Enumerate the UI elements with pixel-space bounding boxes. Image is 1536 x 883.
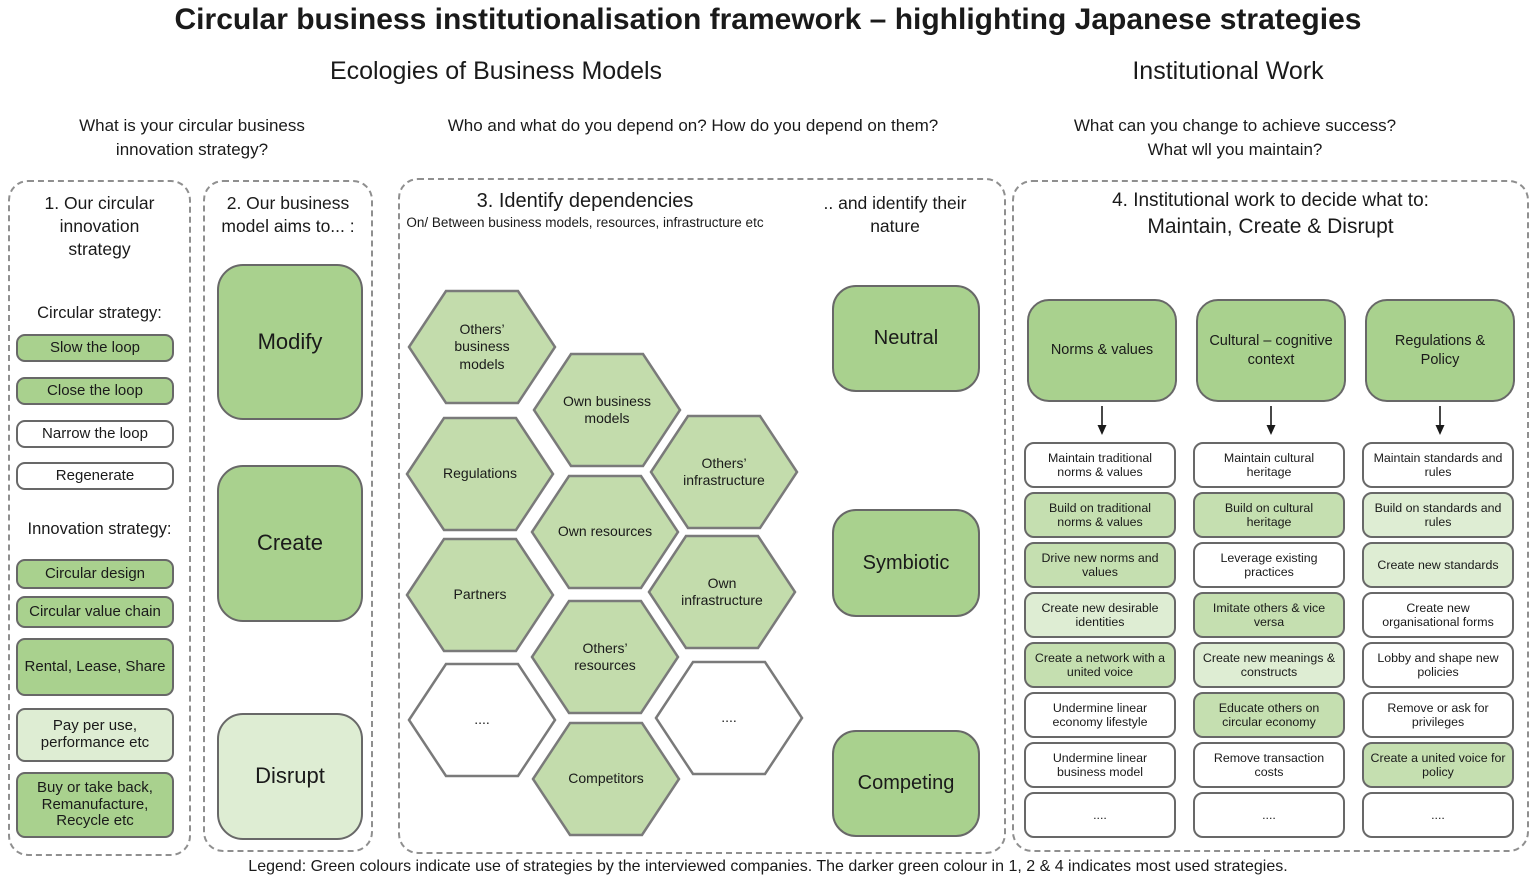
hexagon-label: ....	[721, 709, 737, 726]
hexagon-others-infrastructure: Others’ infrastructure	[649, 413, 799, 531]
institutional-work-item: Undermine linear business model	[1024, 742, 1176, 788]
panel-4-title-line2: Maintain, Create & Disrupt	[1147, 215, 1394, 238]
column-header-regulations-policy: Regulations & Policy	[1365, 299, 1515, 402]
hexagon-regulations: Regulations	[405, 415, 555, 533]
down-arrow-icon	[1435, 406, 1445, 435]
nature-title: .. and identify their nature	[823, 193, 967, 236]
institutional-work-item: Imitate others & vice versa	[1193, 592, 1345, 638]
section-title-institutional: Institutional Work	[1132, 57, 1324, 85]
institutional-work-item: Create a united voice for policy	[1362, 742, 1514, 788]
institutional-work-item: ....	[1362, 792, 1514, 838]
aim-box-create: Create	[217, 465, 363, 622]
hexagon-label: Competitors	[568, 770, 644, 787]
strategy-box-close-the-loop: Close the loop	[16, 377, 174, 405]
nature-box-neutral: Neutral	[832, 285, 980, 392]
institutional-work-item: Create new meanings & constructs	[1193, 642, 1345, 688]
panel-circular-innovation-strategy: 1. Our circular innovation strategy Circ…	[8, 180, 191, 856]
institutional-column-cultural-cognitive: Maintain cultural heritage Build on cult…	[1193, 442, 1345, 838]
hexagon-competitors: Competitors	[531, 720, 681, 838]
hexagon-label: Others’ resources	[574, 639, 636, 674]
page-title: Circular business institutionalisation f…	[174, 3, 1362, 36]
hexagon-own-resources: Own resources	[530, 473, 680, 591]
down-arrow-icon	[1097, 406, 1107, 435]
strategy-box-circular-value-chain: Circular value chain	[16, 596, 174, 628]
institutional-work-item: Create new organisational forms	[1362, 592, 1514, 638]
aim-box-modify: Modify	[217, 264, 363, 420]
question-dependencies: Who and what do you depend on? How do yo…	[447, 116, 939, 135]
institutional-work-item: Leverage existing practices	[1193, 542, 1345, 588]
strategy-box-regenerate: Regenerate	[16, 462, 174, 490]
institutional-work-item: ....	[1024, 792, 1176, 838]
hexagon-own-business-models: Own business models	[532, 351, 682, 469]
institutional-work-item: ....	[1193, 792, 1345, 838]
panel-business-model-aims: 2. Our business model aims to... : Modif…	[203, 180, 373, 852]
nature-box-competing: Competing	[832, 730, 980, 837]
institutional-work-item: Educate others on circular economy	[1193, 692, 1345, 738]
hexagon-label: Own resources	[557, 523, 653, 540]
hexagon-label: Others’ business models	[454, 320, 510, 372]
legend-text: Legend: Green colours indicate use of st…	[248, 858, 1288, 875]
hexagon-placeholder: ....	[407, 661, 557, 779]
hexagon-label: Regulations	[443, 465, 517, 482]
hexagon-placeholder: ....	[654, 659, 804, 777]
institutional-work-item: Maintain cultural heritage	[1193, 442, 1345, 488]
panel-identify-dependencies: 3. Identify dependencies On/ Between bus…	[398, 178, 1006, 854]
hexagon-label: Own business models	[563, 392, 651, 427]
panel-3-subtitle: On/ Between business models, resources, …	[406, 215, 764, 230]
panel-2-title: 2. Our business model aims to... :	[221, 193, 355, 236]
institutional-work-item: Undermine linear economy lifestyle	[1024, 692, 1176, 738]
strategy-box-buy-take-back: Buy or take back, Remanufacture, Recycle…	[16, 772, 174, 838]
strategy-box-rental-lease-share: Rental, Lease, Share	[16, 638, 174, 696]
circular-strategy-label: Circular strategy:	[37, 304, 162, 322]
question-institutional: What can you change to achieve success? …	[1073, 116, 1397, 159]
hexagon-label: Partners	[453, 586, 507, 603]
institutional-work-item: Drive new norms and values	[1024, 542, 1176, 588]
institutional-work-item: Build on cultural heritage	[1193, 492, 1345, 538]
column-header-cultural-cognitive: Cultural – cognitive context	[1196, 299, 1346, 402]
section-title-ecologies: Ecologies of Business Models	[329, 57, 663, 85]
institutional-work-item: Build on standards and rules	[1362, 492, 1514, 538]
institutional-work-item: Create a network with a united voice	[1024, 642, 1176, 688]
question-circular-strategy: What is your circular business innovatio…	[79, 116, 305, 159]
nature-box-symbiotic: Symbiotic	[832, 509, 980, 617]
panel-3-header: 3. Identify dependencies On/ Between bus…	[400, 190, 770, 232]
institutional-column-regulations-policy: Maintain standards and rules Build on st…	[1362, 442, 1514, 838]
hexagon-partners: Partners	[405, 536, 555, 654]
institutional-work-item: Lobby and shape new policies	[1362, 642, 1514, 688]
innovation-strategy-label: Innovation strategy:	[27, 520, 172, 538]
panel-4-title-line1: 4. Institutional work to decide what to:	[1112, 190, 1429, 211]
strategy-box-circular-design: Circular design	[16, 559, 174, 589]
strategy-box-narrow-the-loop: Narrow the loop	[16, 420, 174, 448]
hexagon-label: Others’ infrastructure	[683, 454, 765, 489]
hexagon-own-infrastructure: Own infrastructure	[647, 533, 797, 651]
column-header-norms-values: Norms & values	[1027, 299, 1177, 402]
strategy-box-slow-the-loop: Slow the loop	[16, 334, 174, 362]
institutional-work-item: Build on traditional norms & values	[1024, 492, 1176, 538]
institutional-work-item: Maintain standards and rules	[1362, 442, 1514, 488]
hexagon-label: Own infrastructure	[681, 574, 763, 609]
panel-institutional-work: 4. Institutional work to decide what to:…	[1012, 180, 1529, 852]
hexagon-others-resources: Others’ resources	[530, 598, 680, 716]
institutional-column-norms-values: Maintain traditional norms & values Buil…	[1024, 442, 1176, 838]
institutional-work-item: Create new desirable identities	[1024, 592, 1176, 638]
hexagon-others-business-models: Others’ business models	[407, 288, 557, 406]
panel-3-title: 3. Identify dependencies	[476, 190, 694, 212]
panel-1-title: 1. Our circular innovation strategy	[44, 193, 155, 259]
institutional-work-item: Create new standards	[1362, 542, 1514, 588]
aim-box-disrupt: Disrupt	[217, 713, 363, 840]
institutional-work-item: Remove transaction costs	[1193, 742, 1345, 788]
strategy-box-pay-per-use: Pay per use, performance etc	[16, 708, 174, 762]
down-arrow-icon	[1266, 406, 1276, 435]
institutional-work-item: Maintain traditional norms & values	[1024, 442, 1176, 488]
institutional-work-item: Remove or ask for privileges	[1362, 692, 1514, 738]
hexagon-label: ....	[474, 711, 490, 728]
